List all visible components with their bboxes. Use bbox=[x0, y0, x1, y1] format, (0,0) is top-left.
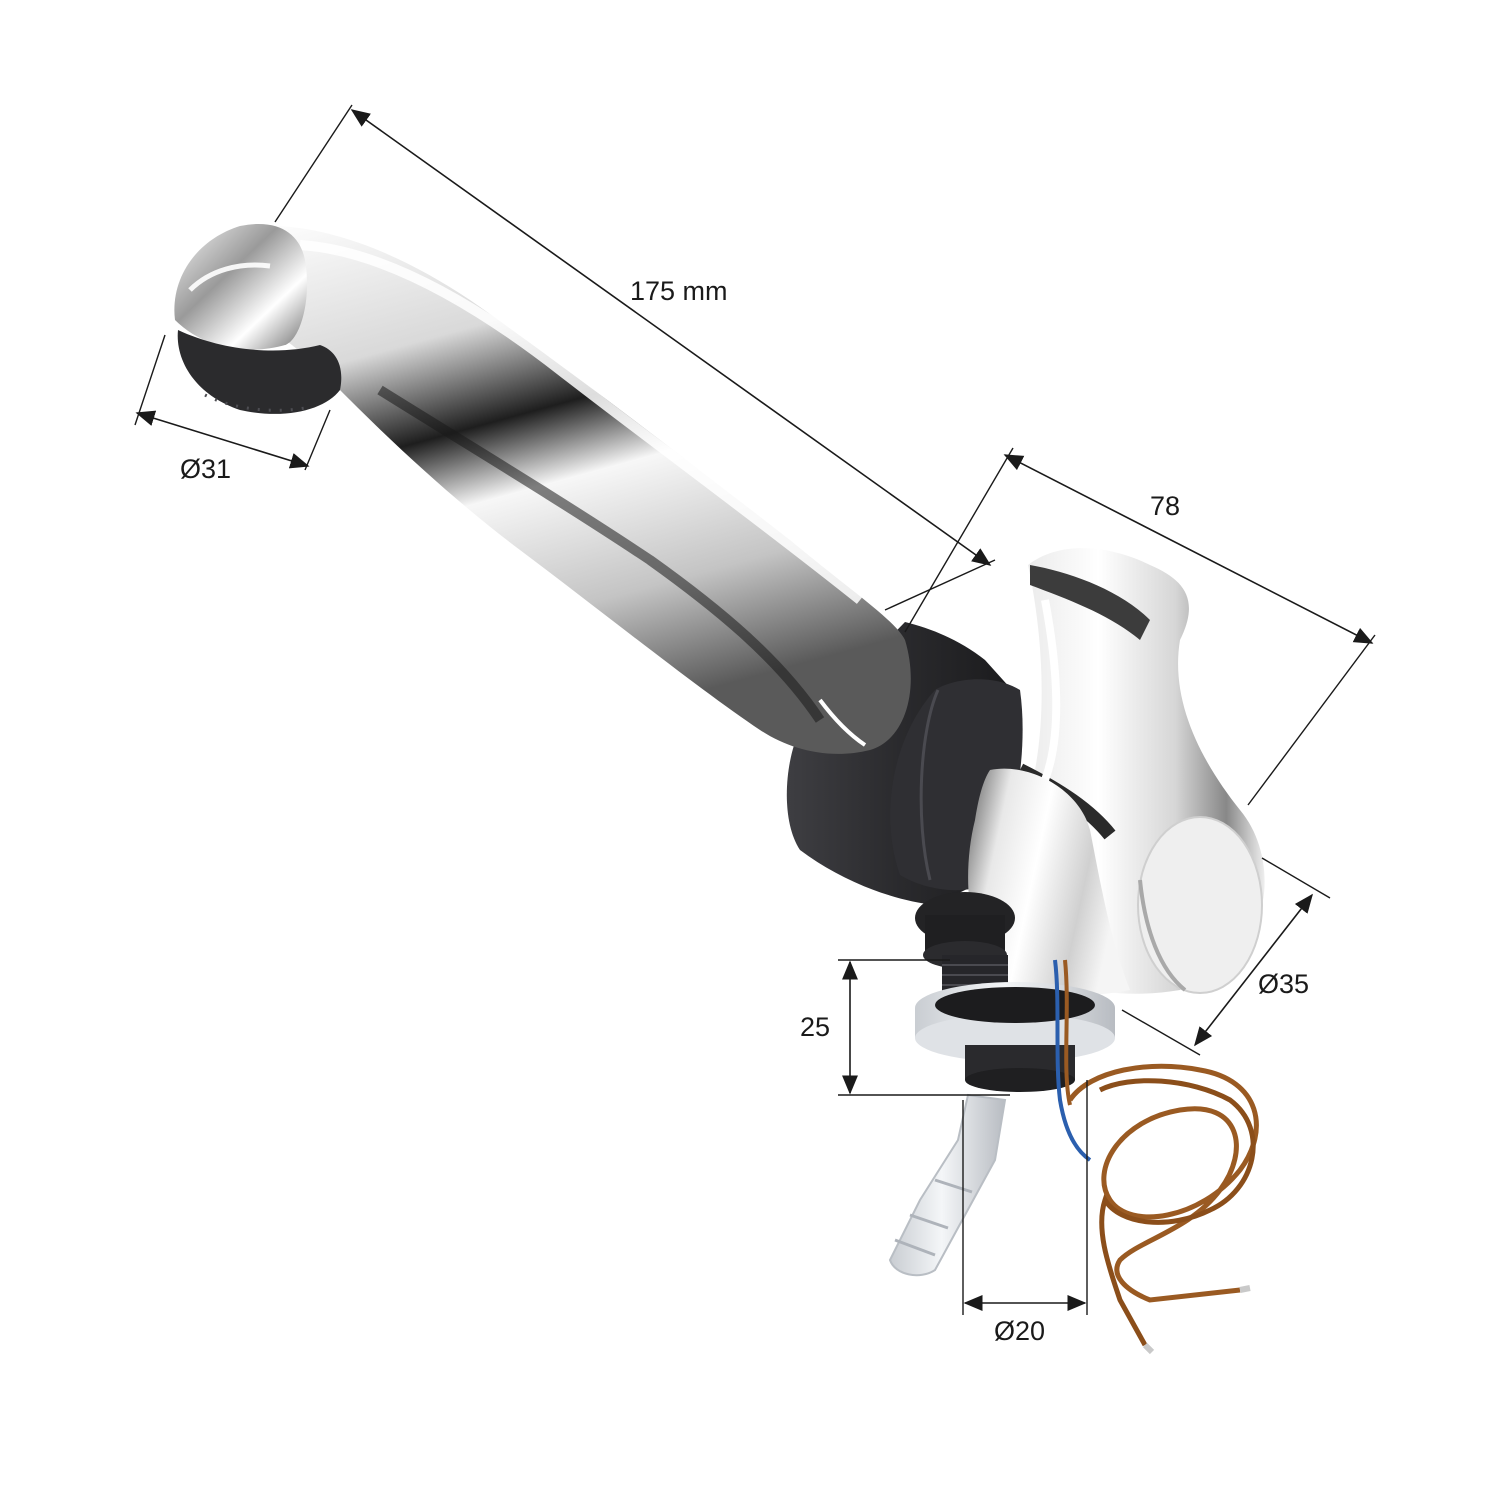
dimension-spout-length: 175 mm bbox=[274, 104, 996, 611]
label-dia35: Ø35 bbox=[1258, 969, 1309, 999]
label-25: 25 bbox=[800, 1012, 830, 1042]
dimension-head-diameter: Ø31 bbox=[134, 334, 331, 484]
hose-barb bbox=[888, 1093, 1007, 1277]
switch-wires bbox=[1053, 959, 1259, 1355]
label-dia20: Ø20 bbox=[994, 1316, 1045, 1346]
dimension-thread-length: 25 bbox=[800, 959, 1010, 1096]
dimension-body-diameter: Ø35 bbox=[1121, 857, 1331, 1056]
spray-head bbox=[174, 224, 342, 414]
dimension-annotations: 175 mm Ø31 78 Ø35 25 bbox=[134, 104, 1376, 1346]
dimension-handle-length: 78 bbox=[904, 447, 1376, 806]
label-78: 78 bbox=[1150, 491, 1180, 521]
dimension-thread-diameter: Ø20 bbox=[962, 1080, 1088, 1346]
label-dia31: Ø31 bbox=[180, 454, 231, 484]
spout-arm bbox=[235, 225, 911, 754]
label-175mm: 175 mm bbox=[630, 276, 728, 306]
faucet-illustration bbox=[174, 224, 1265, 1355]
